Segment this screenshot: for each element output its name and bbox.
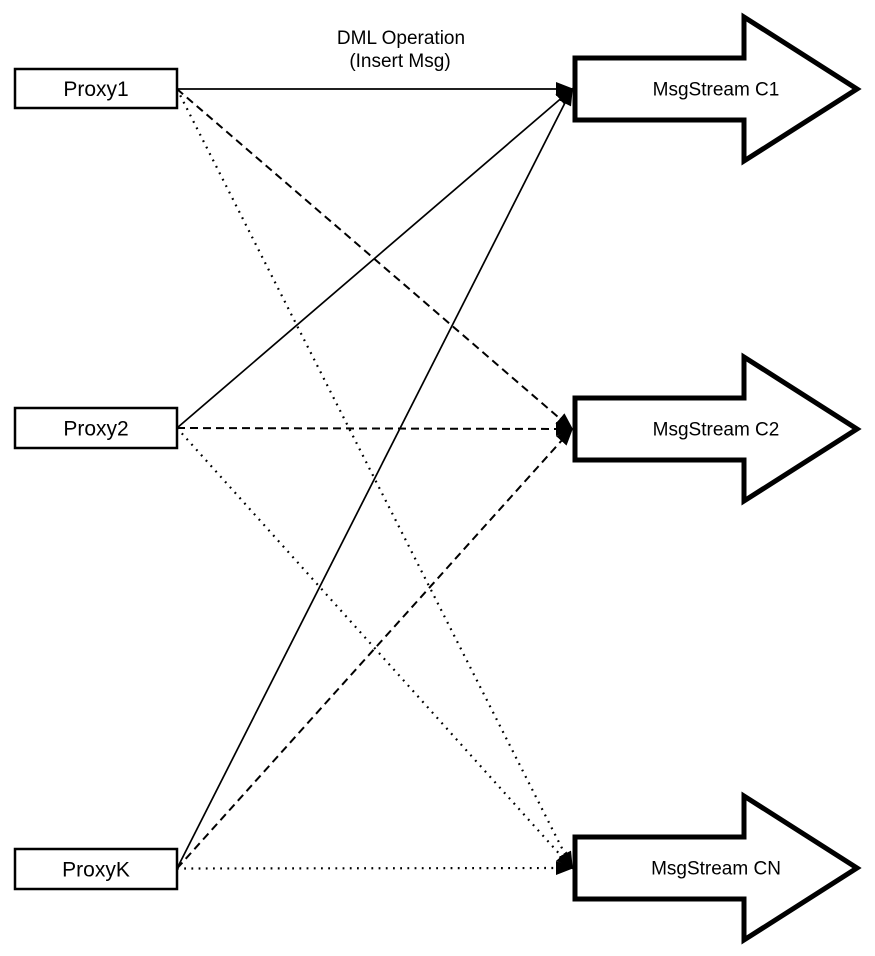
edge-proxyk-to-cn	[176, 861, 574, 876]
msgstream-cn-label: MsgStream CN	[651, 859, 781, 880]
edge-proxy2-to-cn	[176, 427, 574, 870]
proxy2-box	[13, 406, 179, 450]
edge-proxyk-to-c1	[176, 87, 573, 869]
msgstream-c2-block-arrow-icon	[572, 352, 862, 506]
edge-annotation-line1: DML Operation	[337, 28, 465, 49]
stream-shapes	[572, 12, 862, 945]
edge-layer	[176, 82, 574, 876]
proxyk-label: ProxyK	[62, 859, 130, 882]
edge-proxyk-to-c2	[176, 427, 574, 870]
msgstream-c1-block-arrow-icon	[572, 12, 862, 166]
proxyk-box	[13, 847, 179, 891]
proxy1-label: Proxy1	[63, 78, 128, 101]
edge-proxy1-to-cn	[176, 88, 573, 870]
proxy-shapes	[13, 67, 179, 891]
msgstream-c1-label: MsgStream C1	[653, 80, 780, 101]
edge-proxy1-to-c2	[176, 88, 574, 431]
proxy1-box	[13, 67, 179, 110]
edge-proxy2-to-c2	[176, 421, 574, 436]
proxy2-label: Proxy2	[63, 418, 128, 441]
msgstream-c2-label: MsgStream C2	[653, 420, 780, 441]
edge-annotation-line2: (Insert Msg)	[349, 51, 450, 72]
msgstream-cn-block-arrow-icon	[572, 791, 862, 945]
